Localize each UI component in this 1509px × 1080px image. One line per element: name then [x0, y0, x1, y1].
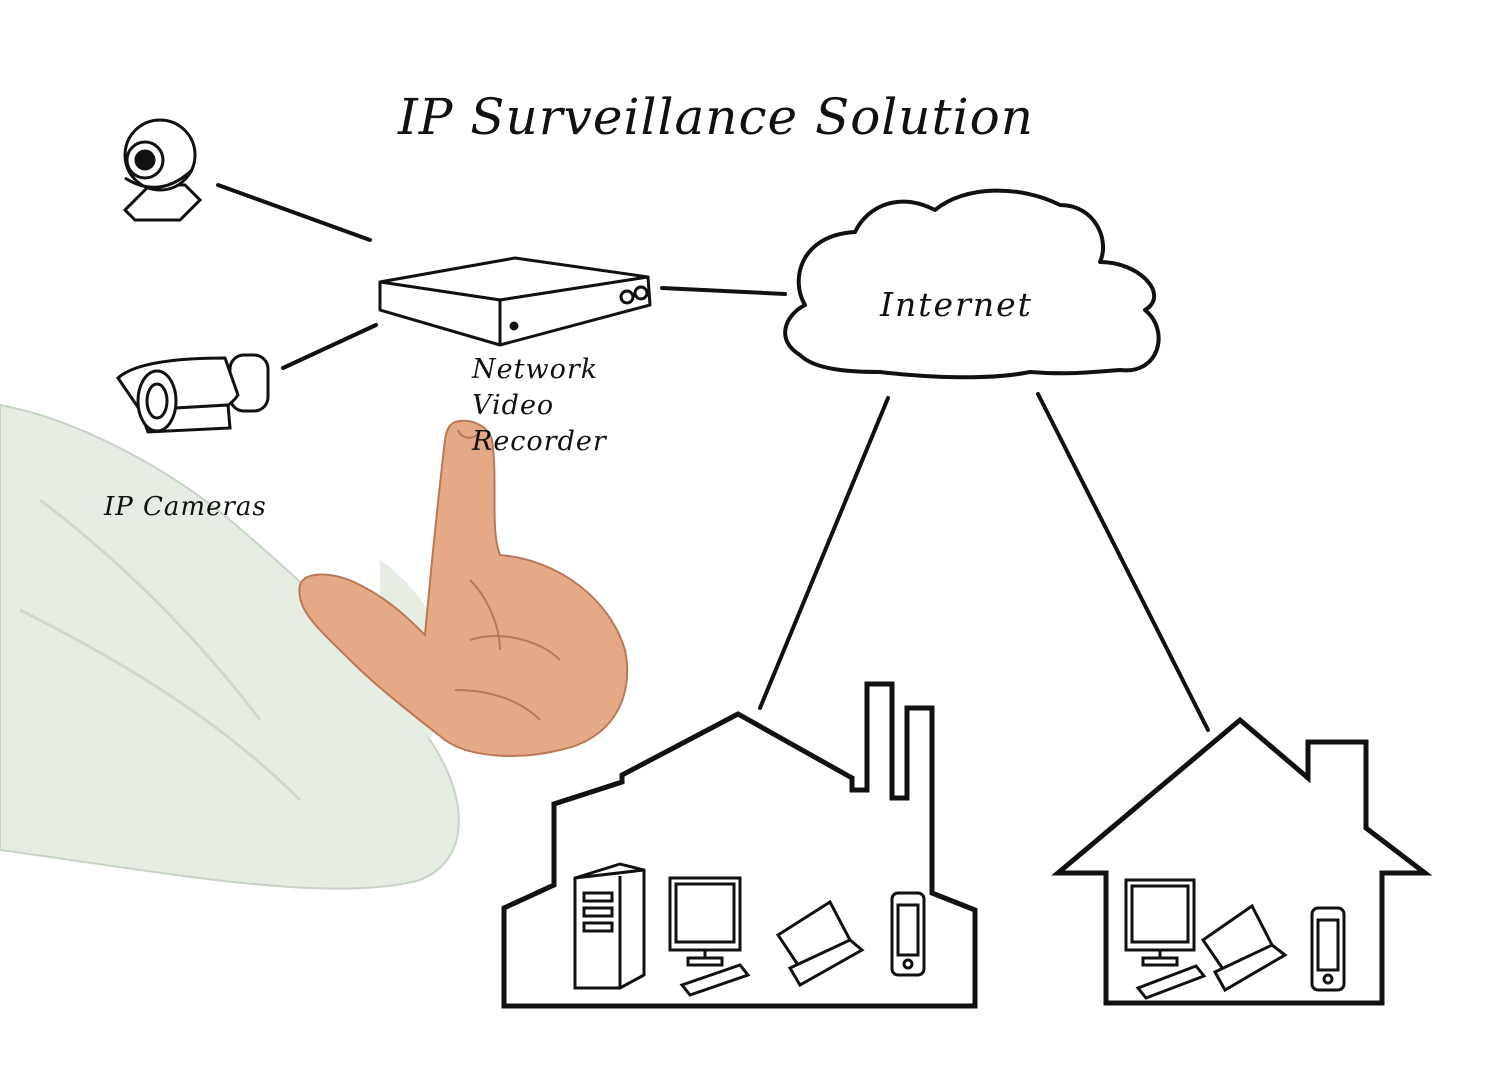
- nvr-label: Network Video Recorder: [472, 352, 607, 460]
- nvr-label-line: Video: [472, 390, 555, 421]
- smartphone-icon: [890, 891, 926, 977]
- internet-label: Internet: [880, 285, 1033, 324]
- factory-icon: [501, 681, 978, 1009]
- pointing-hand-icon: [0, 403, 629, 890]
- dome-camera-icon: [122, 118, 203, 222]
- link-dome-camera-nvr: [216, 183, 372, 242]
- keyboard-icon: [679, 963, 751, 997]
- nvr-label-line: Recorder: [472, 426, 607, 457]
- bullet-camera-icon: [116, 353, 270, 434]
- nvr-label-line: Network: [472, 354, 599, 385]
- diagram-title: IP Surveillance Solution: [398, 88, 1034, 146]
- tower-pc-icon: [573, 862, 646, 990]
- laptop-icon: [1200, 903, 1288, 993]
- link-internet-factory: [758, 396, 890, 710]
- keyboard-icon: [1135, 964, 1207, 1000]
- laptop-icon: [775, 899, 865, 988]
- link-bullet-camera-nvr: [281, 323, 378, 370]
- smartphone-icon: [1310, 906, 1346, 992]
- link-internet-house: [1036, 392, 1210, 732]
- cloud-icon: [783, 188, 1161, 380]
- monitor-icon: [1124, 878, 1196, 967]
- nvr-box-icon: [378, 256, 652, 347]
- factory-devices: [573, 862, 926, 997]
- house-icon: [1051, 716, 1433, 1006]
- house-devices: [1124, 878, 1346, 1000]
- link-nvr-internet: [660, 286, 787, 296]
- monitor-icon: [668, 876, 742, 967]
- ip-cameras-label: IP Cameras: [104, 492, 267, 522]
